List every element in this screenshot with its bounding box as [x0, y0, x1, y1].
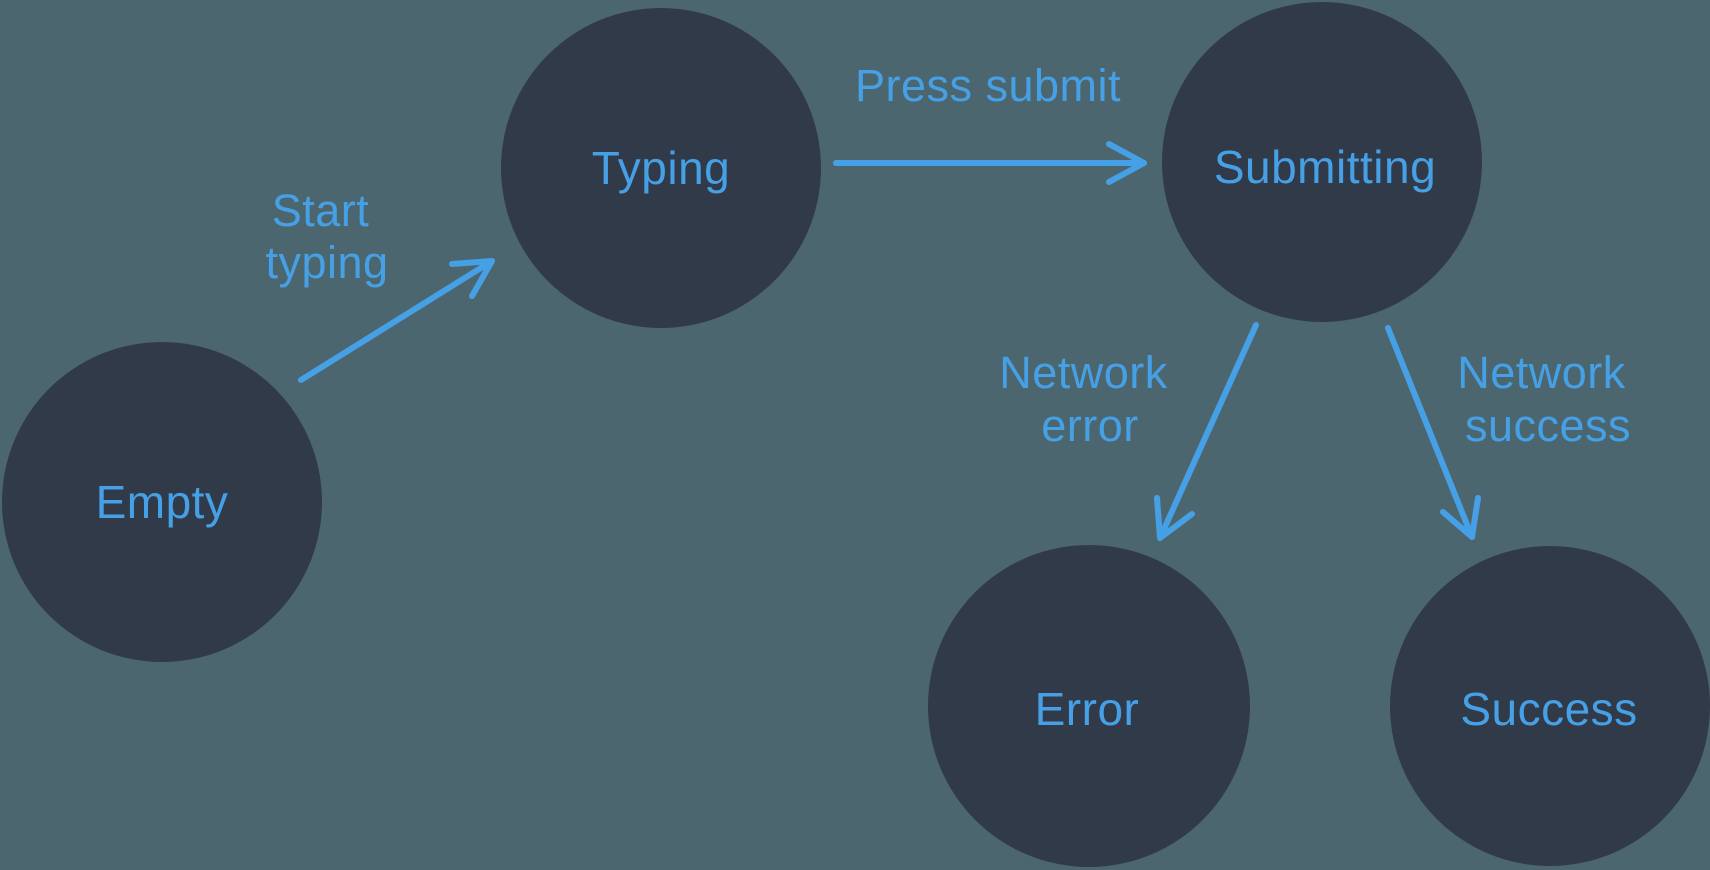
arrowhead-network-success-icon: [1440, 495, 1481, 540]
transition-label-line: Network: [1457, 347, 1626, 398]
state-node-submitting: [1162, 2, 1482, 322]
arrowhead-start-typing-icon: [449, 258, 495, 299]
transition-arrow-network-error: [1157, 322, 1259, 541]
state-node-success: [1390, 546, 1710, 866]
state-label-success: Success: [1460, 683, 1637, 735]
arrowhead-press-submit-icon: [1106, 141, 1147, 185]
state-node-typing: [501, 8, 821, 328]
state-node-error: [928, 545, 1250, 867]
transition-label-line: typing: [265, 237, 388, 288]
transition-label-line: Network: [999, 347, 1168, 398]
state-node-empty: [2, 342, 322, 662]
state-label-submitting: Submitting: [1214, 141, 1436, 193]
transition-label-start-typing: Start typing: [265, 185, 388, 288]
transition-label-line: Start: [272, 185, 370, 236]
state-label-typing: Typing: [592, 142, 731, 194]
state-label-error: Error: [1035, 683, 1140, 735]
transition-arrow-start-typing: [298, 258, 495, 383]
transition-label-network-success: Network success: [1457, 347, 1639, 451]
transition-arrow-network-success: [1385, 325, 1475, 540]
arrowhead-network-error-icon: [1154, 495, 1195, 541]
state-label-empty: Empty: [96, 476, 229, 528]
transition-label-press-submit: Press submit: [855, 60, 1121, 111]
transition-label-line: error: [1041, 400, 1139, 451]
transition-label-network-error: Network error: [999, 347, 1181, 451]
transition-label-line: success: [1465, 400, 1631, 451]
